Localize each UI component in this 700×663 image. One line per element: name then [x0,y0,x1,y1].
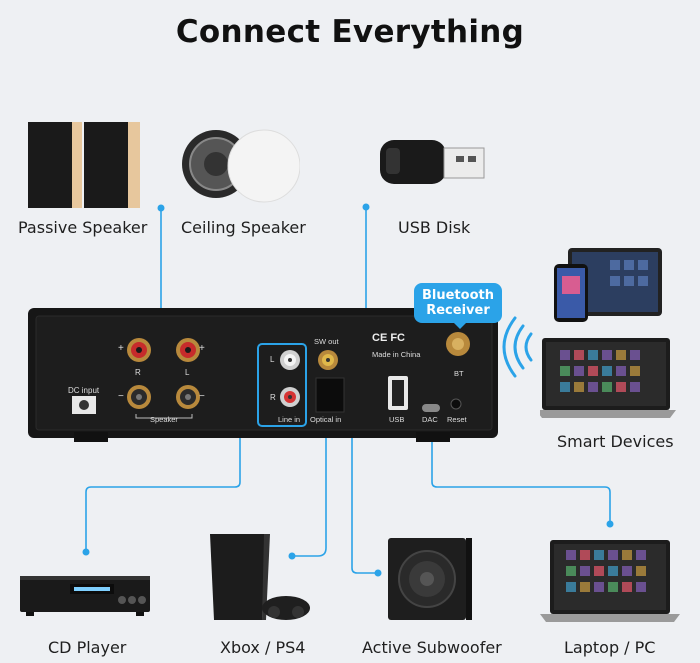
speaker-label: Speaker [150,415,178,424]
passive-speaker-label: Passive Speaker [18,218,148,237]
cd-player-image [20,576,150,616]
usb-disk-label: USB Disk [398,218,471,237]
speaker-plus-left: + [199,343,205,354]
speaker-plus-right: + [118,343,124,354]
wireless-signal-icon [502,316,533,378]
smart-devices-image [540,248,676,418]
laptop-pc-label: Laptop / PC [564,638,656,657]
speaker-minus-right: − [118,391,124,402]
active-subwoofer-image [388,538,472,620]
speaker-l-label: L [185,368,190,377]
line-in-l-label: L [270,355,275,364]
laptop-image [540,540,680,622]
sw-out-label: SW out [314,337,339,346]
bluetooth-badge-line1: Bluetooth [422,288,494,303]
passive-speaker-image [28,122,140,208]
bluetooth-badge-line2: Receiver [426,303,490,318]
speaker-minus-left: − [199,391,205,402]
usb-disk-image [380,140,485,184]
bluetooth-receiver-badge: Bluetooth Receiver [414,283,502,329]
smart-devices-label: Smart Devices [557,432,674,451]
page-title: Connect Everything [175,14,525,50]
game-console-image [210,534,310,620]
reset-label: Reset [447,415,467,424]
ceiling-speaker-label: Ceiling Speaker [181,218,306,237]
certification-marks: CE FC [372,332,405,344]
bt-antenna-label: BT [454,369,464,378]
speaker-r-label: R [135,368,141,377]
dc-input-label: DC input [68,386,100,395]
usb-port-label: USB [389,415,405,424]
optical-in-label: Optical in [310,415,342,424]
line-in-r-label: R [270,393,276,402]
xbox-ps4-label: Xbox / PS4 [220,638,306,657]
cd-player-label: CD Player [48,638,127,657]
amplifier-back-panel [28,308,498,442]
active-subwoofer-label: Active Subwoofer [362,638,502,657]
ceiling-speaker-image [182,129,300,203]
line-in-label: Line in [278,415,301,424]
dac-port-label: DAC [422,415,438,424]
made-in-label: Made in China [372,350,421,359]
